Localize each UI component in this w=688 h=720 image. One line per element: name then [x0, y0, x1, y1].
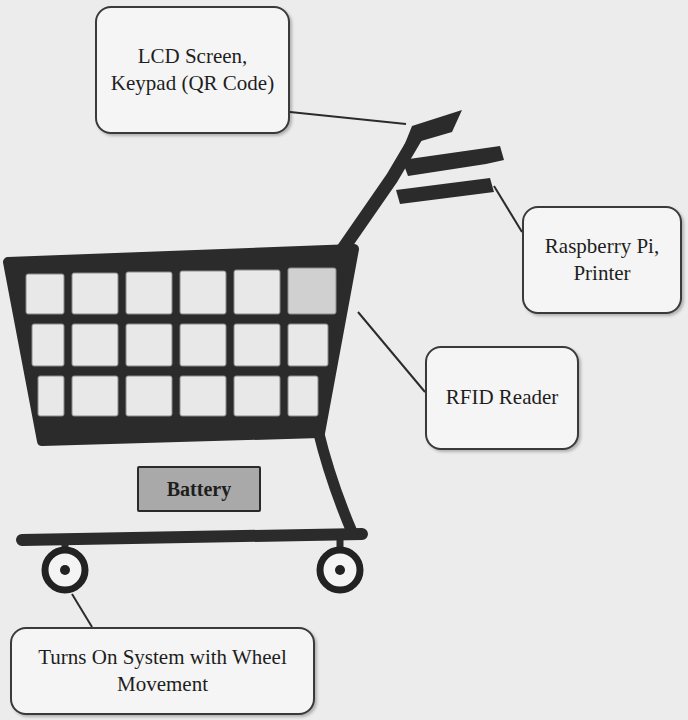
callout-box: Turns On System with Wheel Movement: [10, 627, 315, 715]
callout-label: Battery: [167, 476, 231, 502]
callout-text-group: LCD Screen, Keypad (QR Code): [109, 43, 276, 98]
battery-box: Battery: [137, 466, 261, 512]
basket-grid: [126, 272, 172, 314]
handle-grips: [396, 178, 494, 204]
leader-lines: [72, 594, 92, 627]
cart-wheels: [45, 550, 360, 590]
cart-wheels: [320, 550, 360, 590]
callout-label: Raspberry Pi, Printer: [536, 233, 668, 288]
handle-grips: [404, 110, 462, 146]
basket-grid: [72, 376, 118, 416]
callout-text-group: Battery: [167, 476, 231, 502]
basket-grid: [180, 324, 226, 366]
basket-grid: [234, 270, 280, 314]
basket-grid: [32, 324, 64, 366]
basket-grid: [38, 376, 64, 416]
callout-text-group: Raspberry Pi, Printer: [536, 233, 668, 288]
callout-label: LCD Screen, Keypad (QR Code): [109, 43, 276, 98]
callout-text-group: RFID Reader: [446, 384, 559, 411]
cart-frame: [318, 430, 352, 532]
cart-wheels: [335, 565, 345, 575]
basket-grid: [26, 268, 336, 416]
basket-grid: [288, 376, 318, 416]
callout-text-group: Turns On System with Wheel Movement: [24, 644, 301, 699]
handle-grips: [396, 110, 504, 204]
leader-lines: [290, 112, 406, 124]
basket-grid: [72, 273, 118, 314]
basket-grid: [72, 324, 118, 366]
handle-grips: [402, 146, 504, 176]
leader-lines: [358, 312, 425, 392]
callout-box: RFID Reader: [425, 346, 579, 450]
callout-box: LCD Screen, Keypad (QR Code): [95, 6, 290, 134]
basket-grid: [234, 376, 280, 416]
cart-wheels: [45, 550, 85, 590]
basket-grid: [288, 268, 336, 314]
callout-label: Turns On System with Wheel Movement: [24, 644, 301, 699]
basket-grid: [234, 324, 280, 366]
cart-frame: [22, 534, 362, 540]
basket-grid: [180, 271, 226, 314]
basket-grid: [126, 324, 172, 366]
cart-basket: [8, 249, 354, 441]
cart-frame: [22, 134, 418, 552]
cart-wheels: [60, 565, 70, 575]
callout-label: RFID Reader: [446, 384, 559, 411]
leader-lines: [494, 186, 522, 232]
basket-grid: [180, 376, 226, 416]
callout-box: Raspberry Pi, Printer: [522, 206, 682, 314]
basket-grid: [288, 324, 328, 366]
basket-grid: [26, 274, 64, 314]
basket-grid: [126, 376, 172, 416]
